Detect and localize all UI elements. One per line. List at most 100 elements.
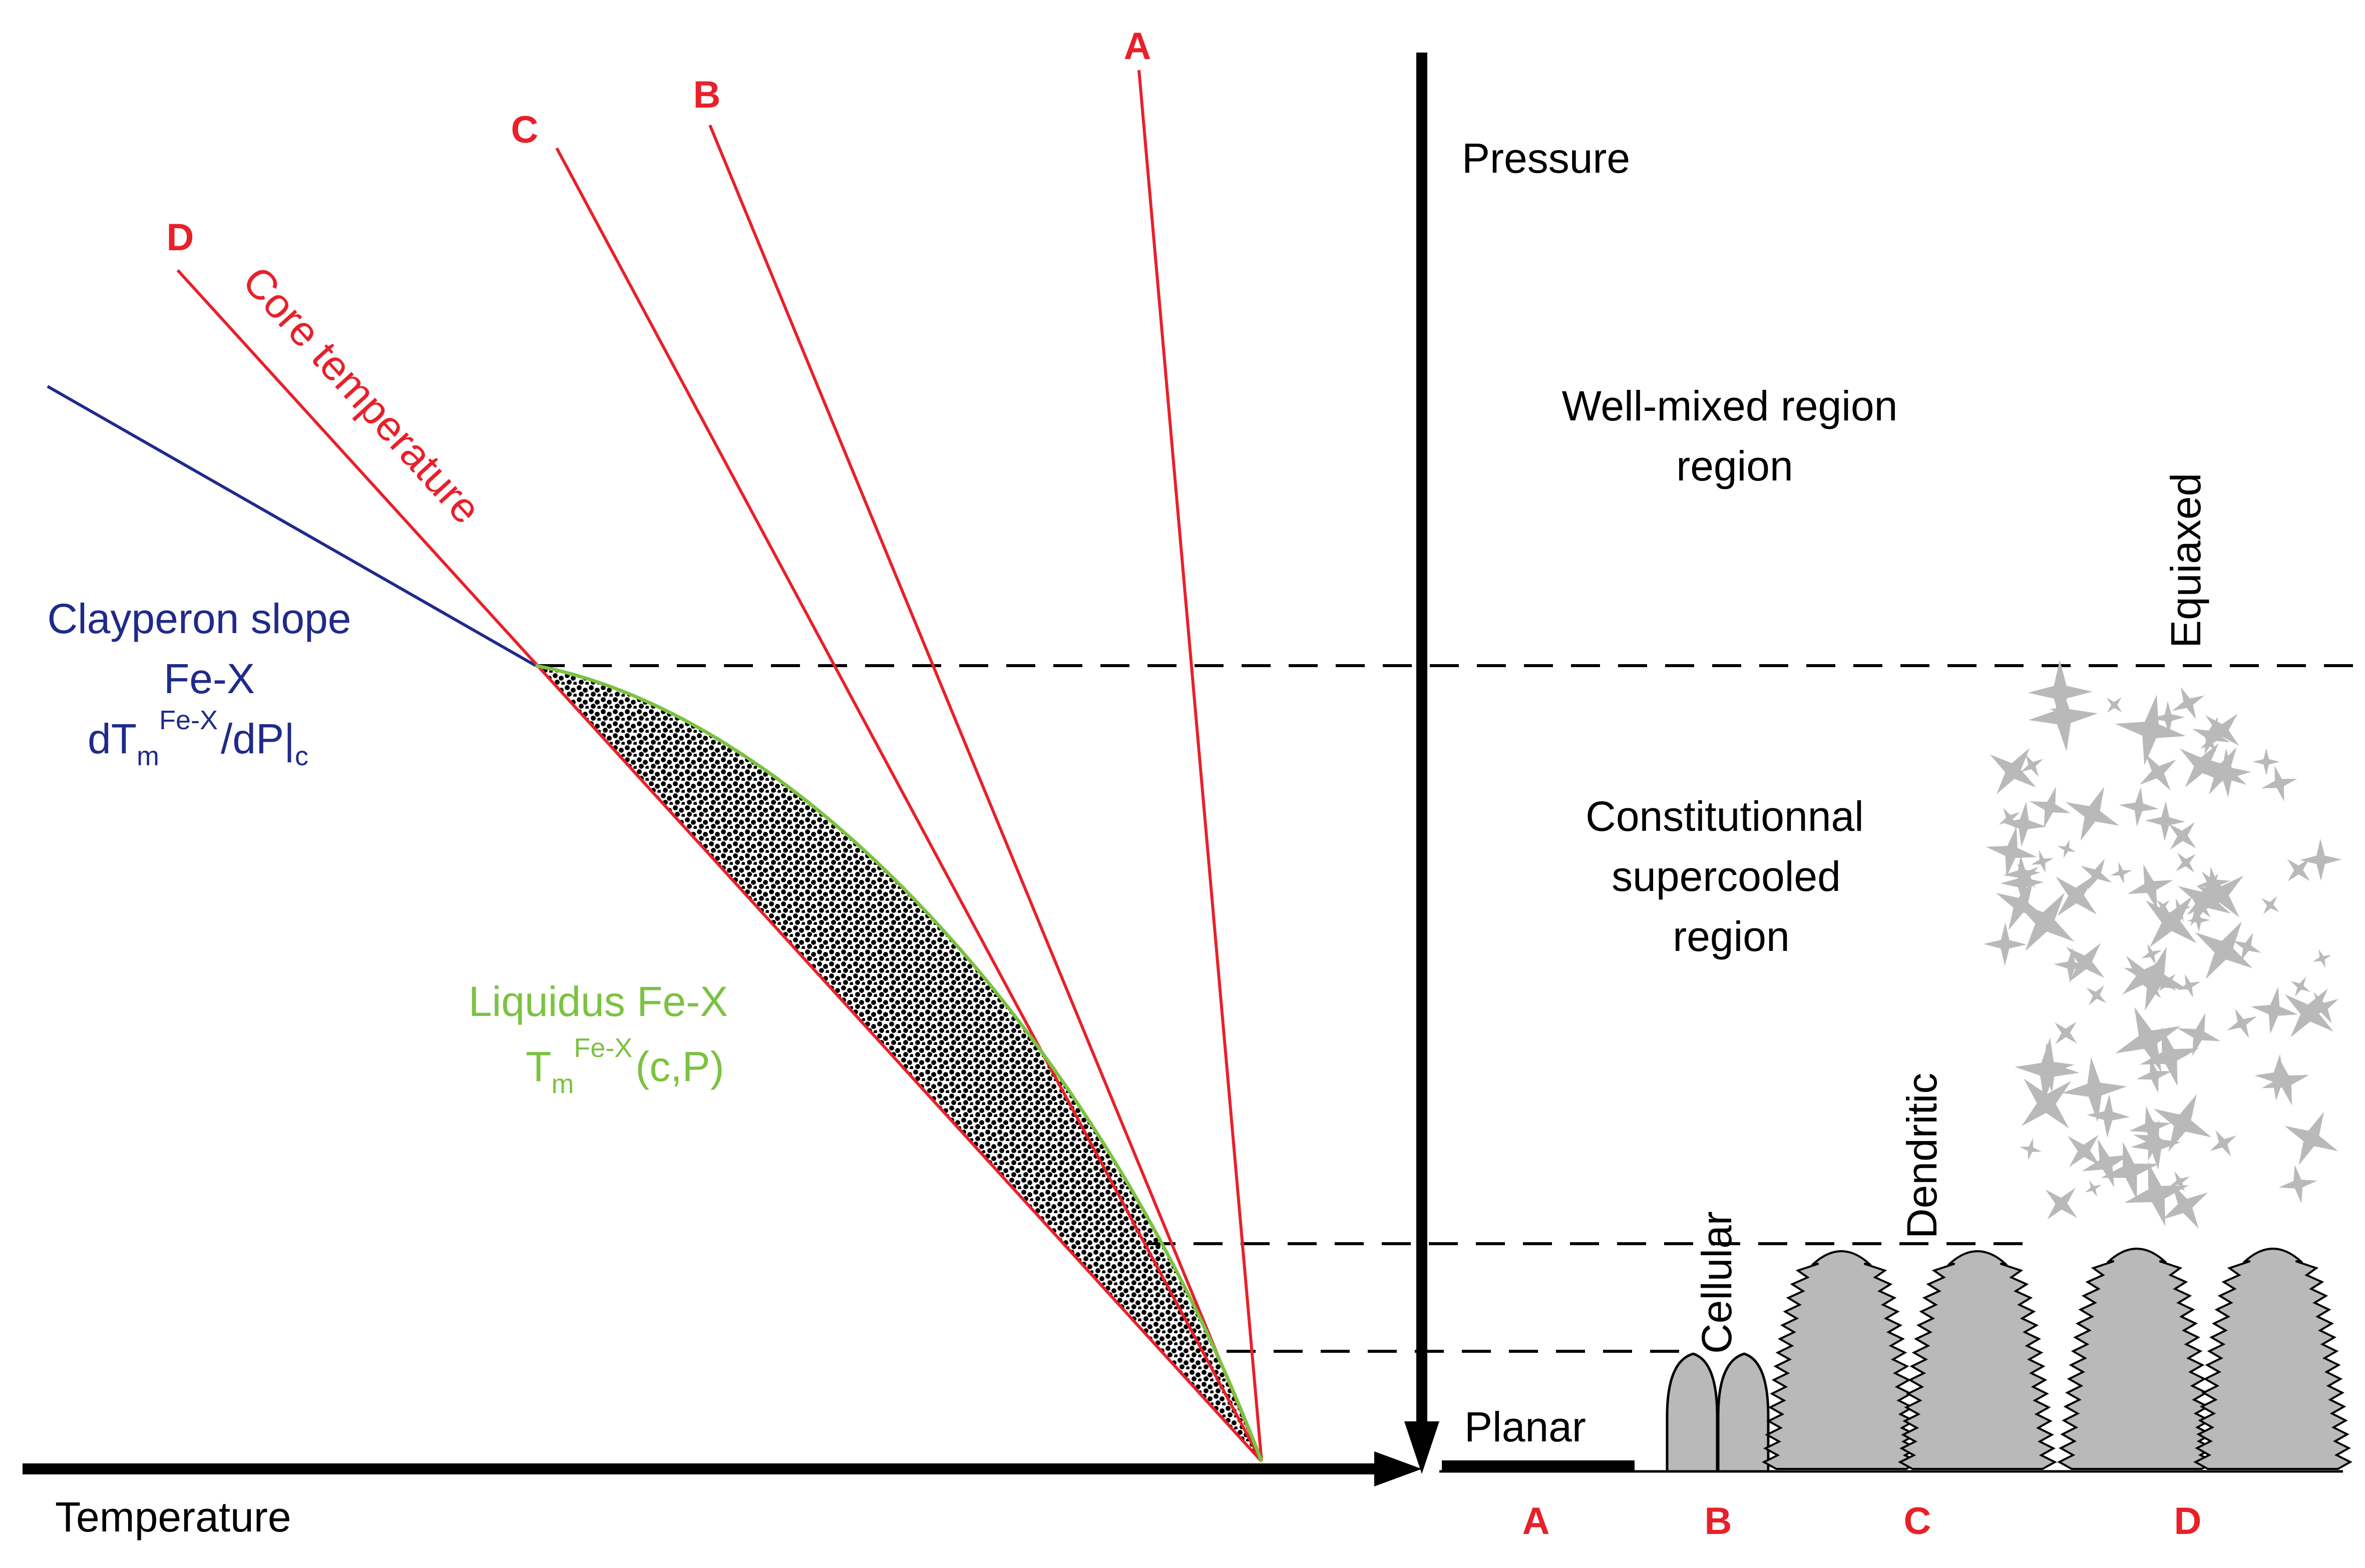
liquidus-tail: (c,P) xyxy=(635,1043,724,1090)
column-label-d: D xyxy=(2174,1500,2202,1542)
cell-2 xyxy=(1717,1352,1770,1473)
core-line-c xyxy=(555,147,1263,1462)
clapeyron-label-line1: Clayperon slope xyxy=(47,595,351,642)
equiaxed-crystal xyxy=(2176,852,2196,873)
equiaxed-crystal xyxy=(2003,855,2041,892)
equiaxed-crystal xyxy=(1999,808,2020,829)
equiaxed-crystal xyxy=(2056,875,2097,916)
equiaxed-crystal xyxy=(2101,1142,2159,1200)
supercooled-label-line2: supercooled xyxy=(1612,853,1841,900)
core-line-b xyxy=(708,124,1263,1462)
temperature-axis-arrowhead xyxy=(1374,1451,1422,1486)
liquidus-label-line2: TmFe-X(c,P) xyxy=(526,1033,724,1099)
dendritic-crystals xyxy=(1762,1248,2352,1470)
equiaxed-label: Equiaxed xyxy=(2162,473,2209,648)
equiaxed-crystal xyxy=(2021,1079,2072,1129)
equiaxed-crystal xyxy=(2031,850,2054,873)
equiaxed-crystal xyxy=(2312,949,2331,968)
equiaxed-crystal xyxy=(2177,974,2201,998)
dendrite xyxy=(1898,1250,2057,1470)
equiaxed-crystal xyxy=(1990,748,2037,794)
clapeyron-label-line2: Fe-X xyxy=(164,655,255,702)
equiaxed-crystal xyxy=(2110,862,2132,884)
clapeyron-sup-fex: Fe-X xyxy=(159,705,218,735)
dendrite xyxy=(2193,1248,2352,1470)
temperature-axis-label: Temperature xyxy=(55,1493,291,1540)
core-temperature-label: Core temperature xyxy=(234,257,491,533)
liquidus-sup-fex: Fe-X xyxy=(574,1033,632,1063)
cellular-crystals xyxy=(1666,1352,1770,1473)
equiaxed-crystal xyxy=(2029,786,2071,828)
clapeyron-dp: /dP| xyxy=(221,715,295,762)
clapeyron-sub-m: m xyxy=(137,741,159,771)
equiaxed-crystal xyxy=(2028,660,2093,725)
well-mixed-label-line2: region xyxy=(1676,442,1793,489)
equiaxed-crystal xyxy=(2168,822,2196,850)
equiaxed-crystal xyxy=(2133,1120,2174,1161)
equiaxed-crystal xyxy=(2129,1106,2171,1148)
planar-label: Planar xyxy=(1464,1403,1586,1450)
equiaxed-crystal xyxy=(2001,802,2047,847)
equiaxed-crystal xyxy=(1986,826,2037,877)
equiaxed-crystal xyxy=(2180,743,2224,788)
equiaxed-crystal xyxy=(2162,1183,2208,1229)
equiaxed-crystal xyxy=(2145,801,2186,841)
equiaxed-crystal xyxy=(2210,1130,2237,1157)
equiaxed-crystal xyxy=(2195,921,2253,979)
equiaxed-crystal xyxy=(2082,1139,2130,1188)
equiaxed-crystal xyxy=(2252,748,2280,776)
well-mixed-label-line1: Well-mixed region xyxy=(1562,382,1898,429)
column-label-b: B xyxy=(1705,1500,1732,1542)
supercooled-label-line1: Constitutionnal xyxy=(1586,793,1864,840)
equiaxed-crystal xyxy=(2136,1057,2172,1094)
equiaxed-crystal xyxy=(2192,717,2230,755)
column-label-a: A xyxy=(1522,1500,1550,1542)
equiaxed-crystal xyxy=(2127,864,2173,910)
equiaxed-crystal xyxy=(2250,986,2298,1034)
equiaxed-crystal xyxy=(2106,697,2122,713)
equiaxed-crystal xyxy=(2086,985,2107,1005)
label-core-d: D xyxy=(167,216,194,259)
label-core-a: A xyxy=(1124,25,1151,68)
equiaxed-crystal xyxy=(2187,908,2210,932)
equiaxed-crystal xyxy=(2196,880,2217,901)
equiaxed-crystal xyxy=(2065,787,2120,841)
equiaxed-crystal xyxy=(2169,1171,2190,1192)
equiaxed-crystal xyxy=(2124,946,2188,1011)
liquidus-label-line1: Liquidus Fe-X xyxy=(469,978,728,1025)
pressure-axis-arrowhead xyxy=(1404,1421,1439,1474)
equiaxed-crystal xyxy=(2284,1112,2338,1166)
clapeyron-slope-line xyxy=(47,385,537,667)
equiaxed-crystal xyxy=(2140,1026,2199,1086)
core-line-d xyxy=(176,269,1263,1463)
equiaxed-crystal xyxy=(2196,866,2231,901)
cellular-label: Cellular xyxy=(1693,1211,1740,1354)
dendrite xyxy=(1762,1250,1921,1470)
dendritic-label: Dendritic xyxy=(1898,1073,1945,1239)
equiaxed-crystal xyxy=(2261,765,2297,802)
equiaxed-crystal xyxy=(1996,880,2046,930)
equiaxed-crystal xyxy=(2151,701,2185,735)
equiaxed-crystal xyxy=(2115,695,2186,765)
clapeyron-sub-c: c xyxy=(295,741,308,771)
equiaxed-crystal xyxy=(2029,682,2098,752)
liquidus-curve xyxy=(535,664,1264,1462)
equiaxed-crystal xyxy=(2145,896,2197,947)
equiaxed-crystal xyxy=(2124,1162,2189,1227)
equiaxed-crystal xyxy=(2227,1008,2257,1038)
label-core-c: C xyxy=(511,109,539,151)
equiaxed-crystal xyxy=(2057,839,2076,858)
liquidus-sub-m: m xyxy=(551,1069,574,1099)
cell-1 xyxy=(1666,1352,1719,1473)
equiaxed-crystal xyxy=(2307,992,2339,1024)
equiaxed-crystal xyxy=(2177,1013,2221,1057)
equiaxed-crystal xyxy=(2172,687,2205,720)
equiaxed-crystal xyxy=(2261,1058,2309,1106)
equiaxed-crystal xyxy=(2141,943,2162,965)
liquidus-t: T xyxy=(526,1043,551,1090)
supercooled-label-line3: region xyxy=(1673,913,1790,960)
equiaxed-crystal xyxy=(1983,922,2027,966)
label-core-b: B xyxy=(693,74,721,116)
core-line-a xyxy=(1137,70,1263,1462)
